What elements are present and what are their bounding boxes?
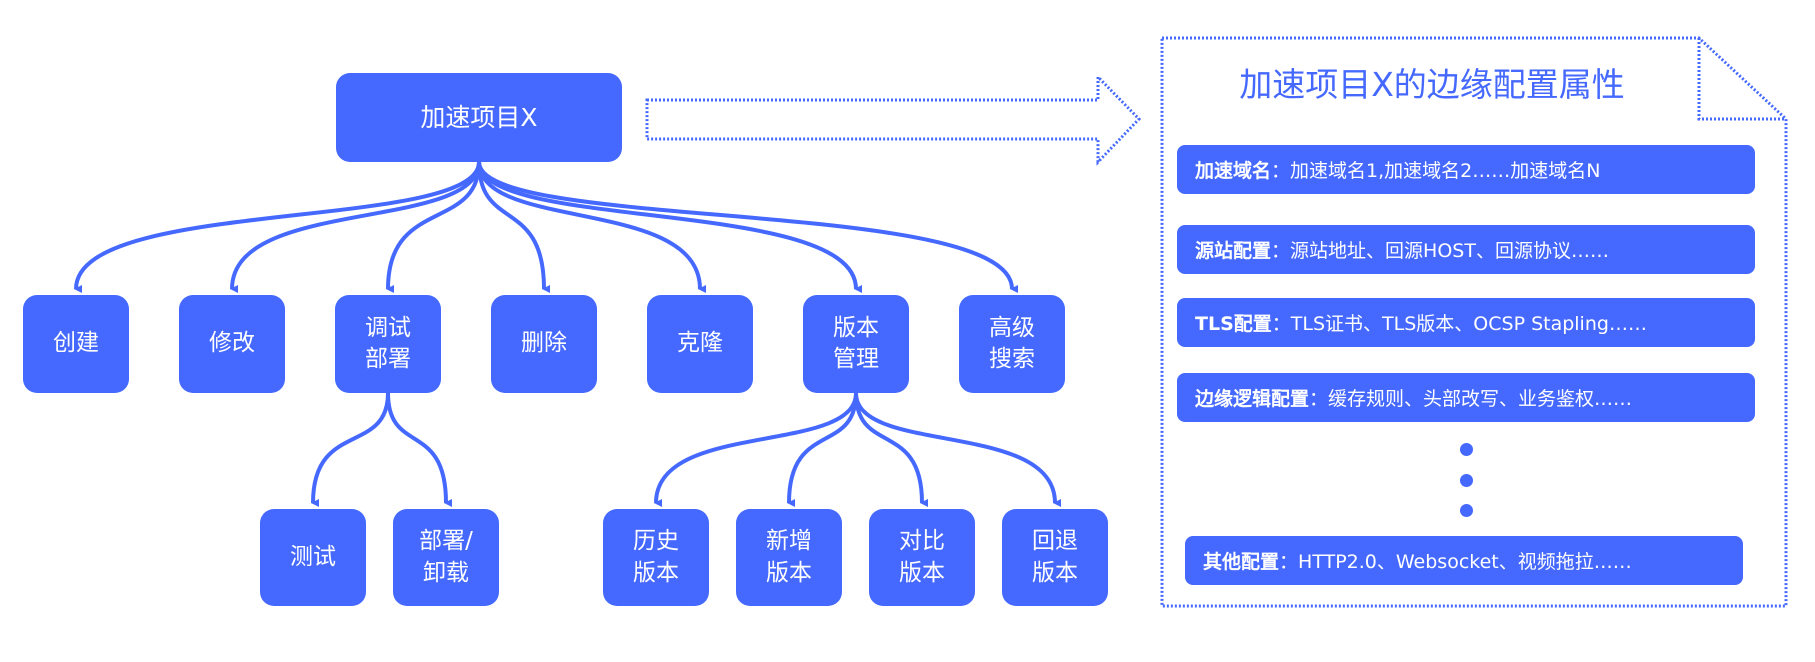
ellipsis-dot (1460, 504, 1473, 517)
connector-arrow (477, 161, 863, 293)
ellipsis-dot (1460, 474, 1473, 487)
dotted-arrow (645, 73, 1142, 166)
node-deploy-uninstall[interactable]: 部署/ 卸载 (393, 509, 499, 606)
row-sep: ： (1271, 313, 1291, 335)
connector-arrow (386, 392, 453, 507)
config-row-edge-logic: 边缘逻辑配置：缓存规则、头部改写、业务鉴权…… (1177, 373, 1755, 422)
connector-arrow (74, 161, 481, 294)
panel-title: 加速项目X的边缘配置属性 (1239, 65, 1625, 104)
row-label: 加速域名 (1195, 160, 1272, 182)
connector-arrow (477, 161, 551, 293)
row-sep: ： (1309, 388, 1329, 410)
connector-arrow (311, 392, 390, 508)
connector-arrow (477, 161, 707, 293)
row-sep: ： (1271, 240, 1291, 262)
node-debug-deploy[interactable]: 调试 部署 (335, 295, 441, 393)
config-row-other: 其他配置：HTTP2.0、Websocket、视频拖拉…… (1185, 536, 1743, 585)
root-node-project-x[interactable]: 加速项目X (336, 73, 622, 162)
row-label: 源站配置 (1195, 240, 1272, 262)
row-value: 源站地址、回源HOST、回源协议…… (1290, 240, 1609, 262)
config-row-tls: TLS配置：TLS证书、TLS版本、OCSP Stapling…… (1177, 298, 1755, 347)
node-create[interactable]: 创建 (23, 295, 129, 393)
row-sep: ： (1271, 160, 1291, 182)
row-label: 边缘逻辑配置 (1195, 388, 1310, 410)
row-value: TLS证书、TLS版本、OCSP Stapling…… (1290, 313, 1647, 335)
connector-arrow (230, 161, 481, 294)
node-test[interactable]: 测试 (260, 509, 366, 606)
node-clone[interactable]: 克隆 (647, 295, 753, 393)
row-label: 其他配置 (1203, 551, 1280, 573)
connector-arrow (654, 392, 858, 508)
node-delete[interactable]: 删除 (491, 295, 597, 393)
node-compare-version[interactable]: 对比 版本 (869, 509, 975, 606)
row-label: TLS配置 (1195, 313, 1272, 335)
connector-arrow (386, 161, 481, 294)
connector-arrow (854, 392, 1062, 507)
connector-arrow (787, 392, 858, 508)
connector-arrow (477, 161, 1019, 293)
document-frame (1160, 36, 1788, 608)
node-new-version[interactable]: 新增 版本 (736, 509, 842, 606)
document-fold (1697, 38, 1786, 121)
row-value: 加速域名1,加速域名2……加速域名N (1290, 160, 1601, 182)
node-rollback-version[interactable]: 回退 版本 (1002, 509, 1108, 606)
config-row-origin: 源站配置：源站地址、回源HOST、回源协议…… (1177, 225, 1755, 274)
row-sep: ： (1279, 551, 1299, 573)
node-history-version[interactable]: 历史 版本 (603, 509, 709, 606)
config-row-domains: 加速域名：加速域名1,加速域名2……加速域名N (1177, 145, 1755, 194)
node-version-management[interactable]: 版本 管理 (803, 295, 909, 393)
node-advanced-search[interactable]: 高级 搜索 (959, 295, 1065, 393)
ellipsis-dot (1460, 443, 1473, 456)
row-value: HTTP2.0、Websocket、视频拖拉…… (1298, 551, 1632, 573)
node-modify[interactable]: 修改 (179, 295, 285, 393)
row-value: 缓存规则、头部改写、业务鉴权…… (1328, 388, 1633, 410)
connector-arrow (854, 392, 929, 507)
